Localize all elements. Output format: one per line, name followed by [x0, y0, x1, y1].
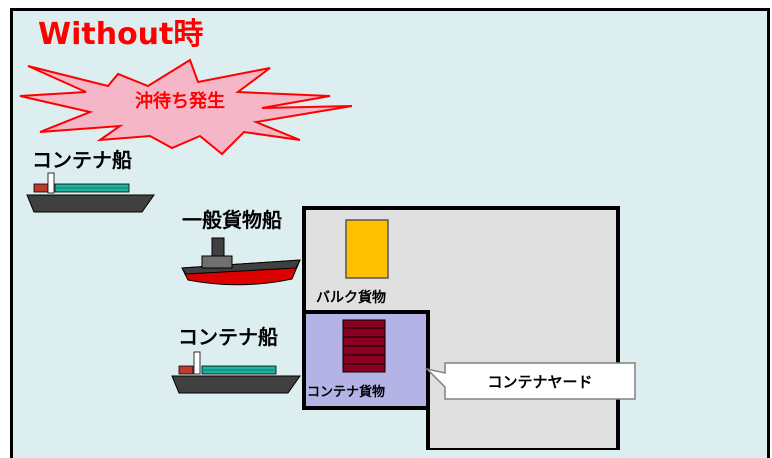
container-stack	[342, 319, 386, 373]
general-cargo-ship-icon	[181, 237, 301, 286]
general-cargo-ship-label: 一般貨物船	[182, 208, 282, 232]
container-ship-waiting-icon	[26, 172, 155, 213]
container-yard	[302, 310, 430, 410]
waiting-occurs-label: 沖待ち発生	[135, 91, 225, 112]
container-ship-berthed-icon	[171, 351, 301, 394]
bulk-cargo-label: バルク貨物	[316, 290, 386, 306]
bulk-cargo-block	[345, 219, 389, 279]
container-ship-berthed-label: コンテナ船	[178, 325, 278, 349]
container-ship-waiting-label: コンテナ船	[32, 148, 132, 172]
container-yard-callout-box	[424, 362, 636, 400]
diagram-title: Without時	[38, 17, 204, 52]
container-yard-callout-label: コンテナヤード	[487, 372, 593, 391]
container-cargo-label: コンテナ貨物	[307, 385, 386, 400]
waiting-burst-shape	[19, 58, 353, 156]
